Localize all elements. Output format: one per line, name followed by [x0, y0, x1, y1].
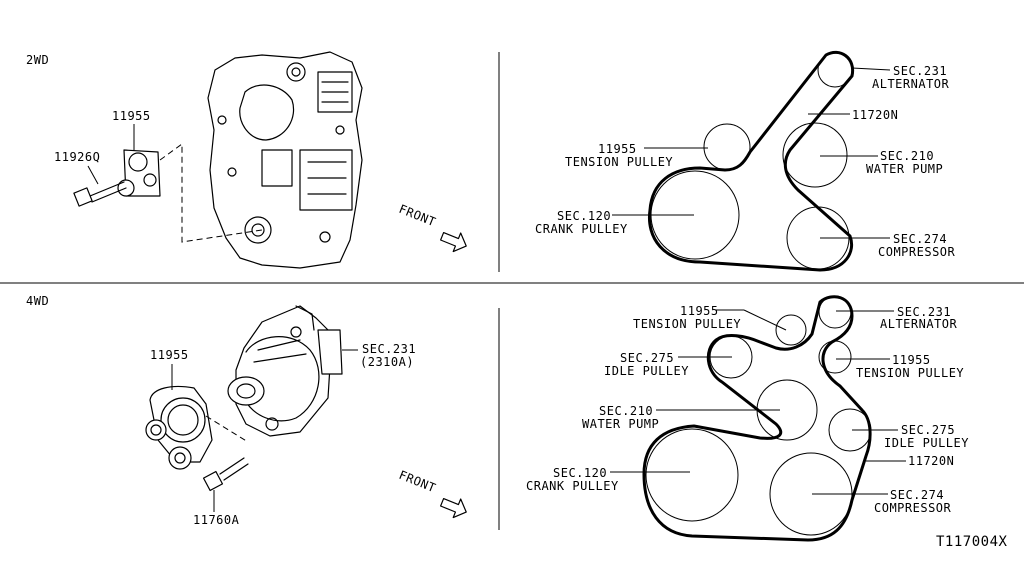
b-tension1-leader-2: [743, 309, 787, 331]
front-arrow-icon: [440, 497, 467, 519]
front-arrow-bottom: FRONT: [397, 468, 467, 519]
b-crank-name: CRANK PULLEY: [526, 479, 619, 493]
b-comp-sec: SEC.274: [890, 488, 944, 502]
belt-diagram-2wd: [647, 50, 855, 272]
t-alt-leader: [851, 67, 891, 71]
section-label-4wd: 4WD: [26, 294, 49, 308]
b-comp-name: COMPRESSOR: [874, 501, 952, 515]
front-arrow-top: FRONT: [397, 202, 467, 253]
b-water-name: WATER PUMP: [582, 417, 659, 431]
drive-belt-2wd: [647, 50, 855, 272]
t-water-sec: SEC.210: [880, 149, 934, 163]
label-tensioner-4wd: 11955: [150, 348, 189, 362]
b-idle2-sec: SEC.275: [901, 423, 955, 437]
front-arrow-icon: [440, 231, 467, 253]
tensioner-4wd-illustration: [145, 385, 213, 470]
section-label-2wd: 2WD: [26, 53, 49, 67]
b-alt-name: ALTERNATOR: [880, 317, 958, 331]
b-tension2-part: 11955: [892, 353, 931, 367]
b-crank-sec: SEC.120: [553, 466, 607, 480]
t-comp-name: COMPRESSOR: [878, 245, 956, 259]
pulley-tension-1: [775, 314, 807, 346]
t-crank-name: CRANK PULLEY: [535, 222, 628, 236]
b-alt-sec: SEC.231: [897, 305, 951, 319]
leader-bolt-2wd: [87, 165, 99, 185]
b-idle2-name: IDLE PULLEY: [884, 436, 969, 450]
label-bolt-4wd: 11760A: [193, 513, 240, 527]
front-label-bottom: FRONT: [397, 468, 438, 495]
label-tensioner-2wd: 11955: [112, 109, 151, 123]
mounting-guide-2wd: [159, 143, 263, 243]
mounting-guide-4wd: [205, 415, 249, 443]
bolt-2wd-illustration: [73, 181, 127, 207]
drive-belt-4wd: [642, 295, 872, 542]
b-belt-part: 11720N: [908, 454, 954, 468]
tensioner-2wd-illustration: [117, 149, 161, 197]
b-tension1-part: 11955: [680, 304, 719, 318]
b-water-sec: SEC.210: [599, 404, 653, 418]
t-comp-sec: SEC.274: [893, 232, 947, 246]
pulley-crank-4wd: [645, 428, 739, 522]
t-alt-sec: SEC.231: [893, 64, 947, 78]
engine-front-illustration: [207, 51, 363, 269]
diagram-code: T117004X: [936, 534, 1008, 550]
label-alternator-4wd-sec: SEC.231: [362, 342, 416, 356]
front-label-top: FRONT: [397, 202, 438, 229]
t-crank-sec: SEC.120: [557, 209, 611, 223]
t-belt-part: 11720N: [852, 108, 898, 122]
pulley-water-pump: [782, 122, 848, 188]
t-alt-name: ALTERNATOR: [872, 77, 950, 91]
alternator-4wd-illustration: [227, 305, 343, 437]
t-tension-part: 11955: [598, 142, 637, 156]
label-alternator-4wd-code: (2310A): [360, 355, 414, 369]
b-idle1-sec: SEC.275: [620, 351, 674, 365]
b-tension2-name: TENSION PULLEY: [856, 366, 964, 380]
label-bolt-2wd: 11926Q: [54, 150, 100, 164]
belt-diagram-4wd: [642, 295, 872, 542]
t-tension-name: TENSION PULLEY: [565, 155, 673, 169]
b-tension1-name: TENSION PULLEY: [633, 317, 741, 331]
t-water-name: WATER PUMP: [866, 162, 943, 176]
bolt-4wd-illustration: [202, 457, 249, 492]
b-idle1-name: IDLE PULLEY: [604, 364, 689, 378]
